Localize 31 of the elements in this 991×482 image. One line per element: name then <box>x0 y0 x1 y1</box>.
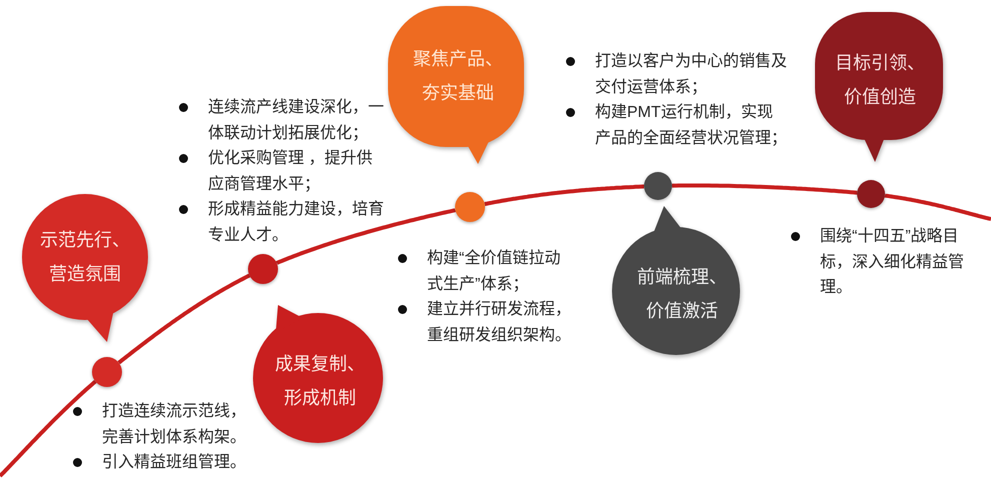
milestone-dot <box>92 357 122 387</box>
bullet-text: 优化采购管理 ，提升供应商管理水平； <box>208 148 374 194</box>
stage-title: 前端梳理、价值激活 <box>636 266 728 323</box>
timeline-curve <box>484 184 646 206</box>
stage-title: 成果复制、形成机制 <box>274 353 366 410</box>
timeline-curve <box>883 194 991 221</box>
stage-title: 聚焦产品、夯实基础 <box>412 48 504 105</box>
timeline-curve <box>118 274 250 364</box>
speech-bubble <box>22 194 148 342</box>
stage-title: 目标引领、价值创造 <box>834 52 926 109</box>
bullet-text: 建立并行研发流程，重组研发组织架构。 <box>427 300 572 346</box>
speech-bubble <box>388 6 524 164</box>
bullet-text: 形成精益能力建设，培育专业人才。 <box>208 199 385 246</box>
bullet-text: 引入精益班组管理。 <box>102 452 247 473</box>
bullet-text: 围绕“十四五”战略目标，深入细化精益管理。 <box>820 226 965 298</box>
timeline-curve <box>274 208 457 265</box>
timeline-curve <box>671 184 858 195</box>
speech-bubble <box>253 305 383 443</box>
milestone-dot <box>644 172 672 200</box>
milestone-dot <box>248 254 278 284</box>
stage-title: 示范先行、营造氛围 <box>39 229 131 286</box>
timeline-curve <box>0 380 97 478</box>
speech-bubble <box>815 12 943 162</box>
bullet-text: 连续流产线建设深化，一体联动计划拓展优化； <box>208 97 385 144</box>
milestone-dot <box>455 192 485 222</box>
milestone-dot <box>857 180 885 208</box>
bullet-text: 打造连续流示范线，完善计划体系构架。 <box>102 401 247 448</box>
bullet-text: 构建“全价值链拉动式生产”体系； <box>427 248 562 294</box>
bullet-text: 构建PMT运行机制，实现产品的全面经营状况管理； <box>595 102 788 148</box>
speech-bubble <box>612 206 740 355</box>
bullet-text: 打造以客户为中心的销售及交付运营体系； <box>595 51 788 98</box>
